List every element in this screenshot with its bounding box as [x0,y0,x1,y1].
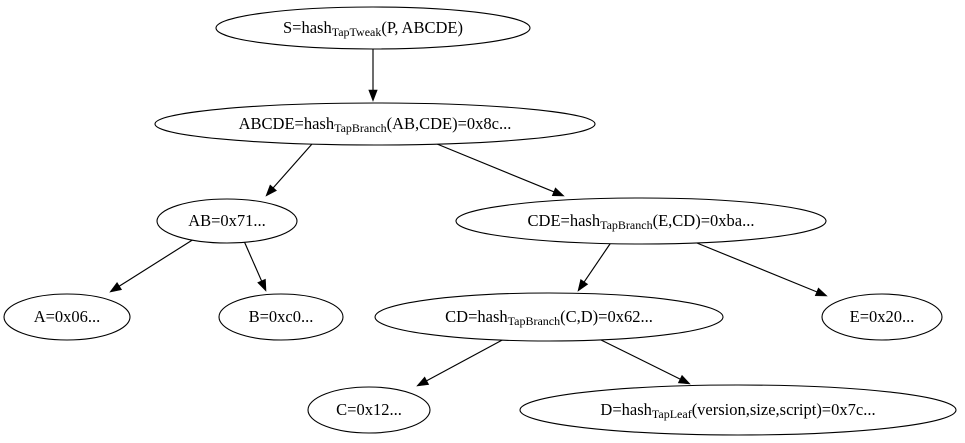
arrowhead-icon [416,376,430,387]
edge-abcde-to-ab [265,143,313,197]
edge-line [243,240,263,282]
edge-cde-to-cd [577,240,613,292]
node-ellipse[interactable] [156,198,298,244]
node-c[interactable]: C=0x12... [307,386,431,434]
node-label-cd: CD=hashTapBranch(C,D)=0x62... [445,307,653,328]
node-label-s: S=hashTapTweak(P, ABCDE) [283,18,463,39]
node-label-d: D=hashTapLeaf(version,size,script)=0x7c.… [600,400,875,421]
edge-ab-to-b [243,240,267,292]
edge-line [583,240,613,283]
edge-line [596,337,681,380]
node-label-e: E=0x20... [850,307,915,326]
node-ellipse[interactable] [218,293,344,341]
node-abcde[interactable]: ABCDE=hashTapBranch(AB,CDE)=0x8c... [154,102,596,146]
arrowhead-icon [814,287,828,297]
node-ellipse[interactable] [215,6,531,50]
node-cde[interactable]: CDE=hashTapBranch(E,CD)=0xba... [455,197,827,245]
edge-line [426,337,507,382]
nodes-layer: S=hashTapTweak(P, ABCDE) ABCDE=hashTapBra… [3,6,957,436]
arrowhead-icon [551,187,565,197]
edge-line [691,240,818,293]
arrowhead-icon [577,279,589,292]
arrowhead-icon [677,374,691,385]
edge-s-to-abcde [368,49,378,102]
node-label-c: C=0x12... [336,400,402,419]
edge-ab-to-a [109,238,195,293]
node-s[interactable]: S=hashTapTweak(P, ABCDE) [215,6,531,50]
node-label-cde: CDE=hashTapBranch(E,CD)=0xba... [528,211,755,232]
node-b[interactable]: B=0xc0... [218,293,344,341]
edge-line [272,143,313,189]
edge-cd-to-d [596,337,691,385]
node-label-ab: AB=0x71... [188,211,266,230]
edge-line [436,143,555,193]
node-ellipse[interactable] [3,293,131,341]
node-ellipse[interactable] [821,293,943,341]
node-ellipse[interactable] [374,292,724,342]
edge-cde-to-e [691,240,828,297]
edge-abcde-to-cde [436,143,565,197]
arrowhead-icon [109,282,123,293]
node-d[interactable]: D=hashTapLeaf(version,size,script)=0x7c.… [519,384,957,436]
arrowhead-icon [368,89,378,102]
arrowhead-icon [257,278,267,292]
node-label-b: B=0xc0... [249,307,314,326]
arrowhead-icon [265,184,277,197]
node-label-a: A=0x06... [34,307,101,326]
edge-cd-to-c [416,337,507,387]
node-a[interactable]: A=0x06... [3,293,131,341]
node-e[interactable]: E=0x20... [821,293,943,341]
node-ellipse[interactable] [455,197,827,245]
node-ellipse[interactable] [154,102,596,146]
node-ab[interactable]: AB=0x71... [156,198,298,244]
edges-layer [109,49,828,387]
node-ellipse[interactable] [519,384,957,436]
edge-line [118,238,195,287]
node-ellipse[interactable] [307,386,431,434]
node-label-abcde: ABCDE=hashTapBranch(AB,CDE)=0x8c... [239,114,512,135]
node-cd[interactable]: CD=hashTapBranch(C,D)=0x62... [374,292,724,342]
